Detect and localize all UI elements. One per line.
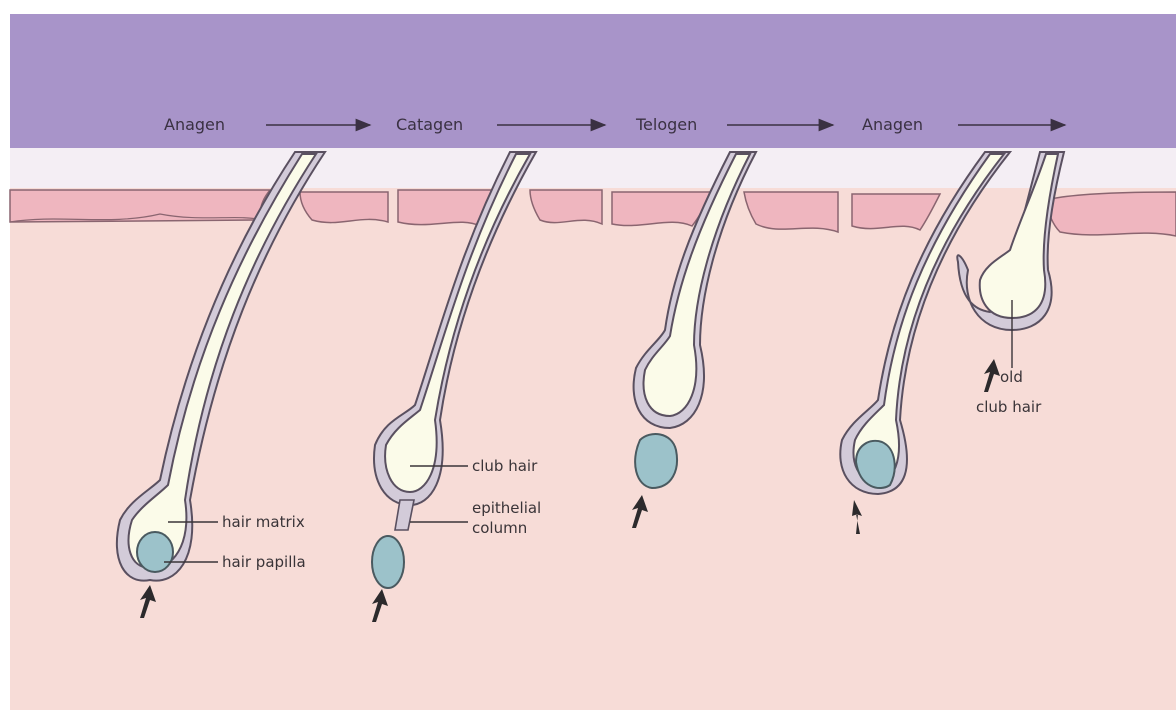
club-hair-label: club hair (472, 457, 538, 475)
hair-papilla-label: hair papilla (222, 553, 306, 571)
papilla-shape (372, 536, 404, 588)
epithelial-label-line2: column (472, 519, 527, 537)
phase-label-catagen: Catagen (396, 115, 463, 134)
phase-label-telogen: Telogen (635, 115, 697, 134)
hair-matrix-label: hair matrix (222, 513, 305, 531)
old-club-hair-label-line1: old (1000, 368, 1023, 386)
phase-label-anagen-1: Anagen (164, 115, 225, 134)
old-club-hair-label-line2: club hair (976, 398, 1042, 416)
epithelial-label-line1: epithelial (472, 499, 541, 517)
papilla-shape (635, 434, 677, 488)
phase-label-anagen-2: Anagen (862, 115, 923, 134)
hair-papilla-shape (137, 532, 173, 572)
